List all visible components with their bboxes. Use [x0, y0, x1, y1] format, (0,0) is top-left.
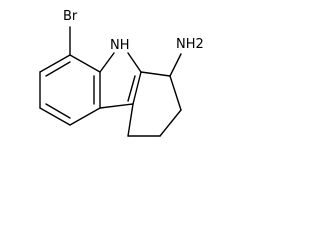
bond-c4b-c5	[69, 107, 101, 126]
bond-c9a-c4a	[132, 71, 142, 105]
bond-double-c7-c8	[45, 61, 71, 77]
carbazole-amine-structure: Br NH NH2	[39, 9, 204, 137]
bond-c1-n	[169, 53, 182, 77]
bond-c7-c8	[39, 54, 71, 73]
bond-double-c5-c6	[45, 103, 71, 119]
bond-c5-c6	[39, 107, 71, 126]
bromine-label: Br	[63, 9, 78, 24]
bond-c9a-c1	[140, 71, 171, 77]
bond-c8-c8a	[69, 54, 101, 73]
bond-c1-c2	[169, 75, 182, 111]
bond-c8a-n9	[99, 52, 115, 73]
amine-label: NH2	[176, 37, 204, 52]
bond-c4a-c4b	[99, 103, 134, 109]
bond-n9-c9a	[127, 52, 142, 73]
bond-c2-c3	[159, 109, 182, 137]
bond-double-c9a-c4a	[127, 75, 136, 102]
structure-canvas: Br NH NH2	[0, 0, 220, 164]
bond-c4-c4a	[127, 103, 134, 137]
nitrogen-h-label: NH	[110, 38, 130, 53]
